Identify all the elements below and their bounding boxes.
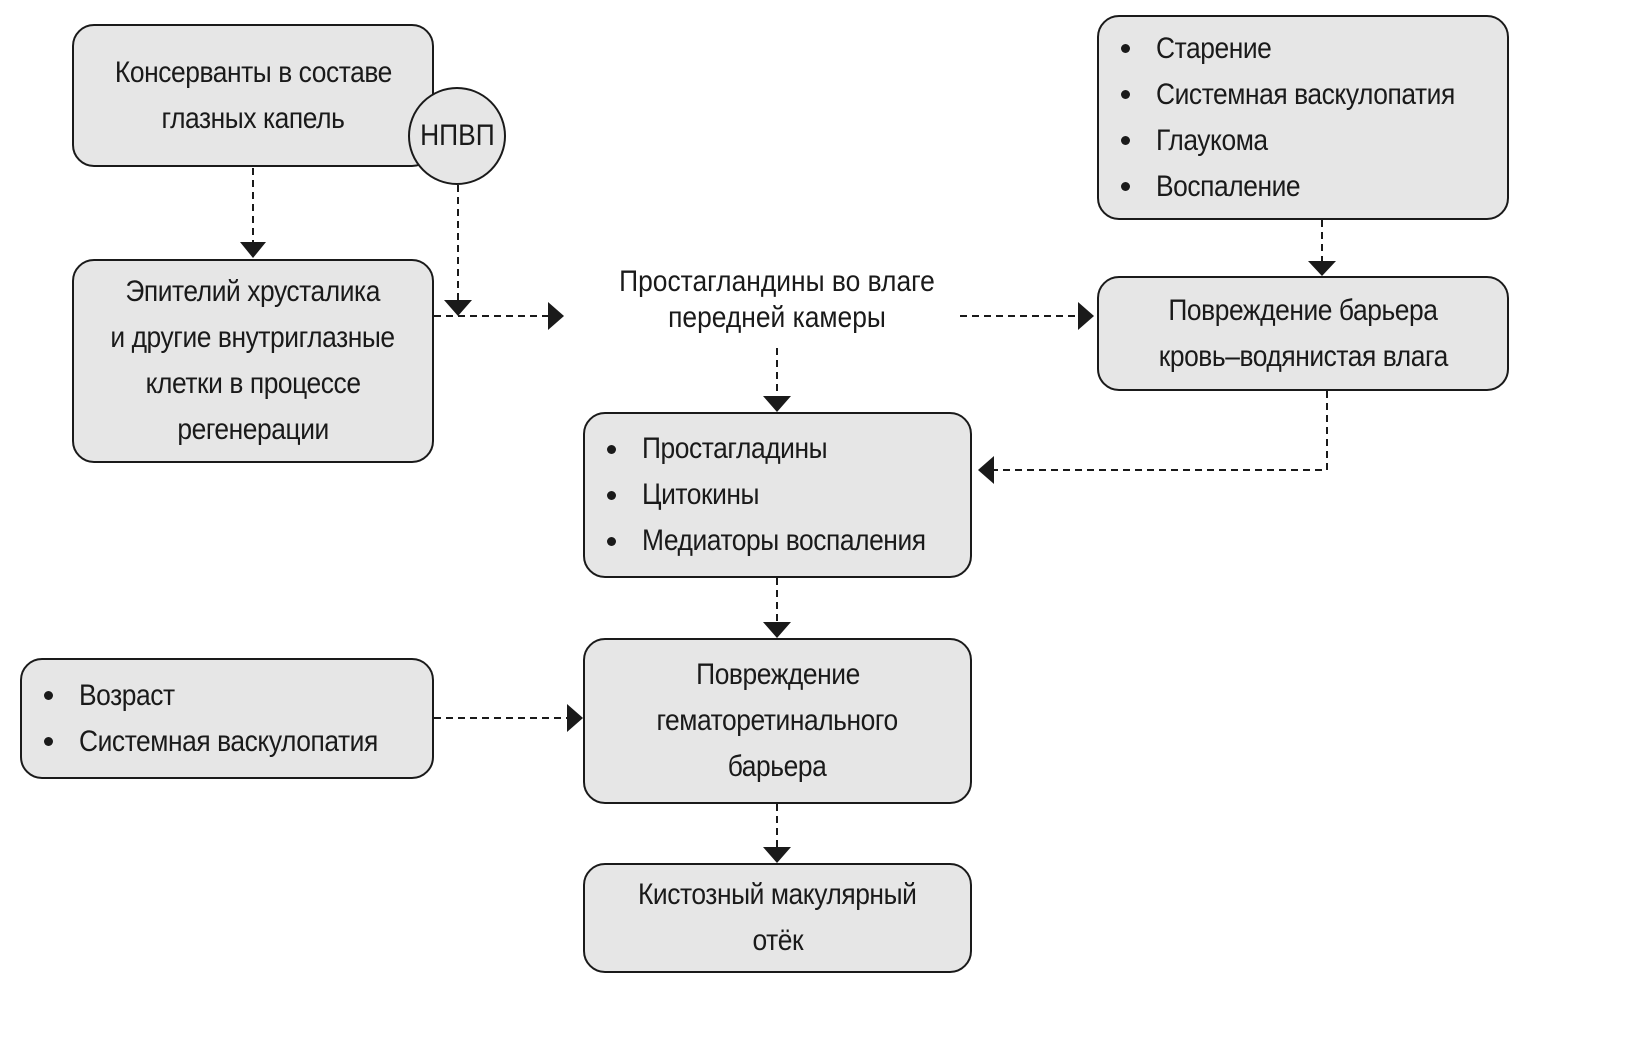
node-text-line: Простагландины во влаге bbox=[619, 265, 935, 298]
edge-blood-aqueous-to-mediators bbox=[978, 391, 1328, 484]
bullet-icon bbox=[1121, 44, 1130, 53]
list-item: Цитокины bbox=[607, 472, 775, 518]
node-blood-retinal-barrier: Повреждение гематоретинального барьера bbox=[583, 638, 972, 804]
node-text-line: Эпителий хрусталика bbox=[125, 275, 381, 308]
node-risk-factors-top: Старение Системная васкулопатия Глаукома… bbox=[1097, 15, 1509, 220]
node-nsaid-label: НПВП bbox=[419, 119, 495, 152]
bullet-icon bbox=[607, 536, 616, 546]
node-blood-aqueous-barrier: Повреждение барьера кровь–водянистая вла… bbox=[1097, 276, 1509, 391]
node-text-line: барьера bbox=[728, 750, 827, 783]
node-text-line: кровь–водянистая влага bbox=[1158, 339, 1448, 373]
arrowhead-right bbox=[1078, 302, 1094, 330]
node-aqueous-prostaglandins: Простагландины во влаге передней камеры bbox=[566, 264, 988, 336]
arrowhead-right bbox=[548, 302, 564, 330]
edge-leftrisk-to-blood-retinal bbox=[434, 704, 583, 732]
edge-blood-retinal-to-cme bbox=[763, 804, 791, 863]
bullet-icon bbox=[1121, 136, 1130, 145]
bullet-icon bbox=[44, 691, 53, 700]
node-text-line: гематоретинального bbox=[656, 704, 899, 737]
list-item: Простагладины bbox=[607, 426, 852, 472]
node-text-line: регенерации bbox=[177, 413, 329, 446]
node-text-line: глазных капель bbox=[161, 101, 345, 135]
node-text-line: Повреждение барьера bbox=[1168, 293, 1438, 327]
edge-riskfactors-to-blood-aqueous bbox=[1308, 220, 1336, 276]
node-text-line: клетки в процессе bbox=[145, 367, 361, 400]
edge-lens-to-prostaglandins bbox=[434, 302, 564, 330]
node-risk-factors-left: Возраст Системная васкулопатия bbox=[20, 658, 434, 779]
edge-preservatives-to-lens bbox=[240, 168, 266, 258]
node-nsaid: НПВП bbox=[408, 87, 506, 185]
node-mediators: Простагладины Цитокины Медиаторы воспале… bbox=[583, 412, 972, 578]
node-text-line: передней камеры bbox=[668, 301, 886, 334]
arrowhead-down bbox=[763, 396, 791, 412]
bullet-icon bbox=[607, 444, 616, 454]
bullet-icon bbox=[1121, 90, 1130, 99]
node-preservatives: Консерванты в составе глазных капель bbox=[72, 24, 434, 167]
edge-nsaid-to-junction bbox=[444, 185, 472, 316]
node-text-line: Повреждение bbox=[695, 658, 860, 691]
list-item: Медиаторы воспаления bbox=[607, 518, 964, 564]
edge-mediators-to-blood-retinal bbox=[763, 578, 791, 638]
arrowhead-right bbox=[567, 704, 583, 732]
list-item: Системная васкулопатия bbox=[44, 719, 419, 765]
bullet-icon bbox=[44, 737, 53, 746]
arrowhead-down bbox=[444, 300, 472, 316]
node-lens-epithelium: Эпителий хрусталика и другие внутриглазн… bbox=[72, 259, 434, 463]
arrowhead-down bbox=[763, 847, 791, 863]
arrowhead-down bbox=[763, 622, 791, 638]
list-item: Старение bbox=[1121, 26, 1287, 72]
node-text-line: Кистозный макулярный bbox=[638, 878, 917, 911]
arrowhead-down bbox=[1308, 261, 1336, 276]
bullet-icon bbox=[1121, 182, 1130, 191]
node-cystoid-macular-edema: Кистозный макулярный отёк bbox=[583, 863, 972, 973]
edge-prostaglandins-to-mediators bbox=[763, 348, 791, 412]
arrowhead-left bbox=[978, 456, 994, 484]
node-text-line: Консерванты в составе bbox=[114, 55, 392, 89]
list-item: Возраст bbox=[44, 673, 188, 719]
list-item: Глаукома bbox=[1121, 118, 1283, 164]
arrowhead-down bbox=[240, 242, 266, 258]
bullet-icon bbox=[607, 490, 616, 500]
list-item: Системная васкулопатия bbox=[1121, 72, 1496, 118]
node-text-line: и другие внутриглазные bbox=[110, 321, 396, 354]
node-text-line: отёк bbox=[752, 924, 803, 957]
list-item: Воспаление bbox=[1121, 164, 1320, 210]
